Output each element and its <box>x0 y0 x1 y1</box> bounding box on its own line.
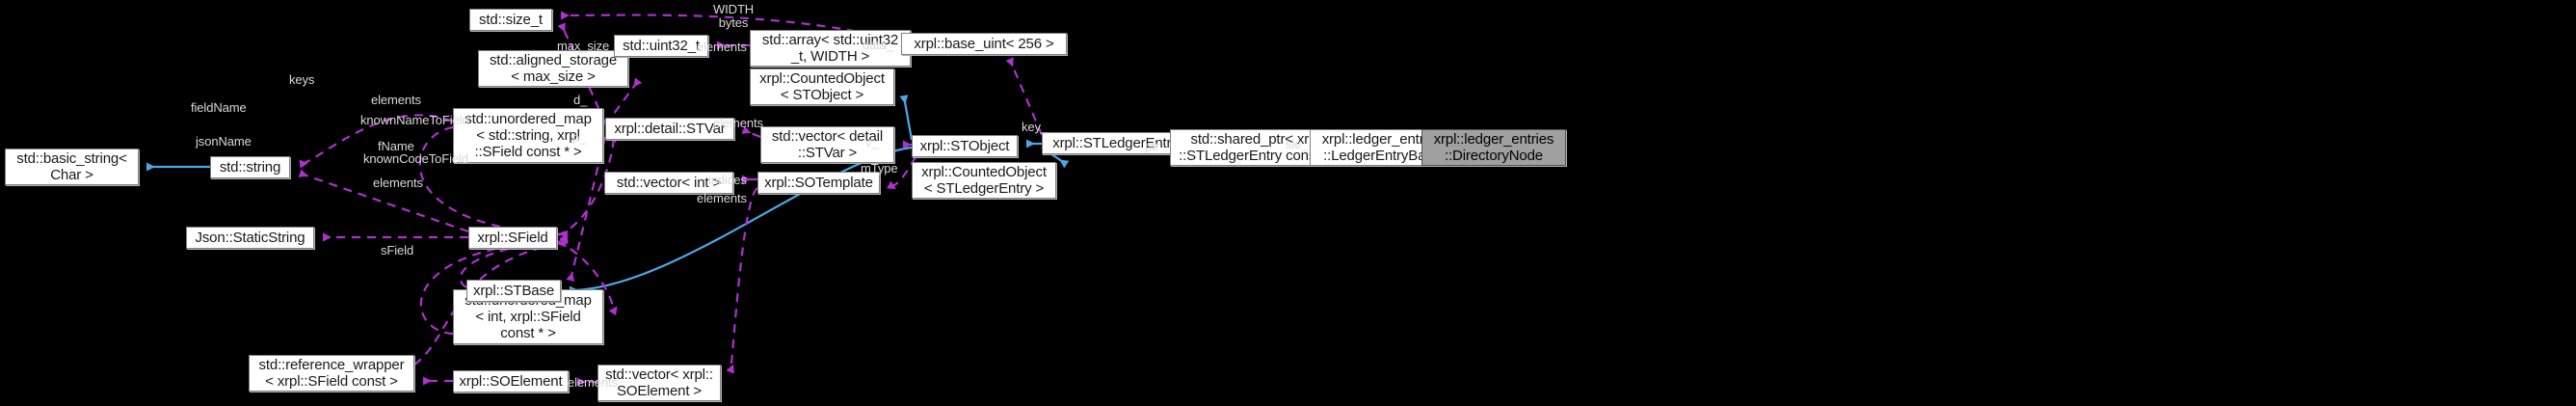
node-xrpl-ledger-entries-directorynode[interactable]: xrpl::ledger_entries ::DirectoryNode <box>1421 129 1566 166</box>
edge-label-key: key_ <box>1022 120 1049 134</box>
edge-label-data: data_ <box>863 38 894 52</box>
edge-label-elements-uint32: elements <box>697 40 747 54</box>
node-xrpl-countedobject-stobject[interactable]: xrpl::CountedObject < STObject > <box>750 68 894 105</box>
node-std-string[interactable]: std::string <box>210 156 290 178</box>
edge-label-ptr: ptr <box>1145 139 1159 153</box>
edge-label-elements-map-str: elements <box>371 93 421 107</box>
node-label: Json::StaticString <box>195 230 305 246</box>
node-std-vector-detail-stvar[interactable]: std::vector< detail ::STVar > <box>760 126 894 163</box>
edge-label-knowncodetofield: knownCodeToField <box>363 151 468 166</box>
node-label: std::unordered_map < std::string, xrpl :… <box>465 111 592 160</box>
edge-label-knownnametofield: knownNameToField <box>360 113 469 127</box>
edge-label-sfield: sField <box>381 243 414 257</box>
node-xrpl-sfield[interactable]: xrpl::SField <box>468 227 557 249</box>
node-label: xrpl::SOElement <box>459 373 563 390</box>
edge-label-elements-map-int: elements <box>373 176 423 190</box>
node-label: std::size_t <box>479 12 543 28</box>
node-label: std::vector< int > <box>616 175 722 191</box>
node-xrpl-countedobject-stledgerentry[interactable]: xrpl::CountedObject < STLedgerEntry > <box>912 162 1056 199</box>
node-std-vector-int[interactable]: std::vector< int > <box>604 172 733 194</box>
edge-label-p: p_ <box>572 130 587 145</box>
node-label: xrpl::SField <box>477 230 548 246</box>
node-label: xrpl::CountedObject < STLedgerEntry > <box>921 164 1047 197</box>
node-label: std::vector< xrpl:: SOElement > <box>605 366 713 399</box>
node-json-staticstring[interactable]: Json::StaticString <box>186 227 314 249</box>
node-std-aligned-storage[interactable]: std::aligned_storage < max_size > <box>478 50 628 87</box>
node-label: xrpl::STLedgerEntry <box>1052 135 1179 151</box>
node-xrpl-stobject[interactable]: xrpl::STObject <box>912 135 1018 157</box>
node-xrpl-sotemplate[interactable]: xrpl::SOTemplate <box>757 172 880 194</box>
node-label: std::aligned_storage < max_size > <box>489 52 618 85</box>
edge-label-indices: indices <box>708 173 747 187</box>
node-std-size-t[interactable]: std::size_t <box>469 9 552 31</box>
edge-vectorstvar-to-stvar <box>741 125 761 139</box>
node-label: xrpl::base_uint< 256 > <box>914 36 1054 52</box>
node-std-uint32-t[interactable]: std::uint32_t <box>614 35 708 57</box>
edge-stobject-to-sotemplate <box>886 156 916 189</box>
node-std-vector-soelement[interactable]: std::vector< xrpl:: SOElement > <box>598 365 721 401</box>
node-label: std::basic_string< Char > <box>16 150 127 183</box>
node-label: xrpl::STObject <box>919 138 1010 154</box>
node-std-array-uint32[interactable]: std::array< std::uint32 _t, WIDTH > <box>750 30 911 67</box>
edge-sfield-to-map-str <box>556 133 617 237</box>
node-label: xrpl::CountedObject < STObject > <box>759 70 885 103</box>
node-label: xrpl::STBase <box>472 283 555 299</box>
node-label: xrpl::ledger_entries ::DirectoryNode <box>1433 131 1554 164</box>
edge-label-fname: fName <box>378 139 414 153</box>
edge-stobject-to-counted-stobject <box>899 95 914 141</box>
edge-label-max-size: max_size <box>557 39 610 53</box>
node-label: std::string <box>219 159 281 176</box>
node-xrpl-stledgerentry[interactable]: xrpl::STLedgerEntry <box>1042 132 1189 154</box>
node-std-unordered-map-string-sfield[interactable]: std::unordered_map < std::string, xrpl :… <box>453 108 603 163</box>
edge-label-width-bytes: WIDTH bytes <box>713 2 755 30</box>
node-std-basic-string[interactable]: std::basic_string< Char > <box>5 149 139 185</box>
edge-label-mtype: mType <box>861 161 898 176</box>
node-xrpl-detail-stvar[interactable]: xrpl::detail::STVar <box>605 118 734 140</box>
node-label: xrpl::ledger_entries ::LedgerEntryBase <box>1321 131 1443 164</box>
node-label: xrpl::SOTemplate <box>764 175 873 191</box>
edge-label-v: v_ <box>865 135 879 149</box>
edge-label-elements-stvar: elements <box>713 116 763 130</box>
node-std-reference-wrapper[interactable]: std::reference_wrapper < xrpl::SField co… <box>249 355 414 392</box>
edge-label-jsonname: jsonName <box>196 134 252 149</box>
node-label: std::array< std::uint32 _t, WIDTH > <box>761 32 899 65</box>
edge-label-keys: keys <box>289 72 315 87</box>
node-label: std::vector< detail ::STVar > <box>771 128 884 161</box>
edge-label-d: d_ <box>573 93 588 107</box>
edge-map-str-to-sfield <box>418 125 569 239</box>
edge-label-elements-soelement-top: elements <box>697 191 747 205</box>
node-xrpl-base-uint-256[interactable]: xrpl::base_uint< 256 > <box>901 33 1067 55</box>
edge-sotemplate-to-vectorsoelement <box>726 187 758 374</box>
edge-label-sle: sle_ <box>1286 137 1309 151</box>
node-label: std::reference_wrapper < xrpl::SField co… <box>258 357 405 390</box>
edge-label-fieldname: fieldName <box>191 100 247 115</box>
node-label: xrpl::detail::STVar <box>614 121 726 137</box>
edge-stledgerentry-to-baseuint <box>1005 57 1044 136</box>
node-xrpl-soelement[interactable]: xrpl::SOElement <box>453 370 569 392</box>
edge-map-str-to-string <box>299 114 454 169</box>
node-xrpl-stbase[interactable]: xrpl::STBase <box>466 280 561 302</box>
edge-label-elements-soelement-bottom: elements <box>568 375 618 390</box>
node-label: std::uint32_t <box>623 38 700 54</box>
